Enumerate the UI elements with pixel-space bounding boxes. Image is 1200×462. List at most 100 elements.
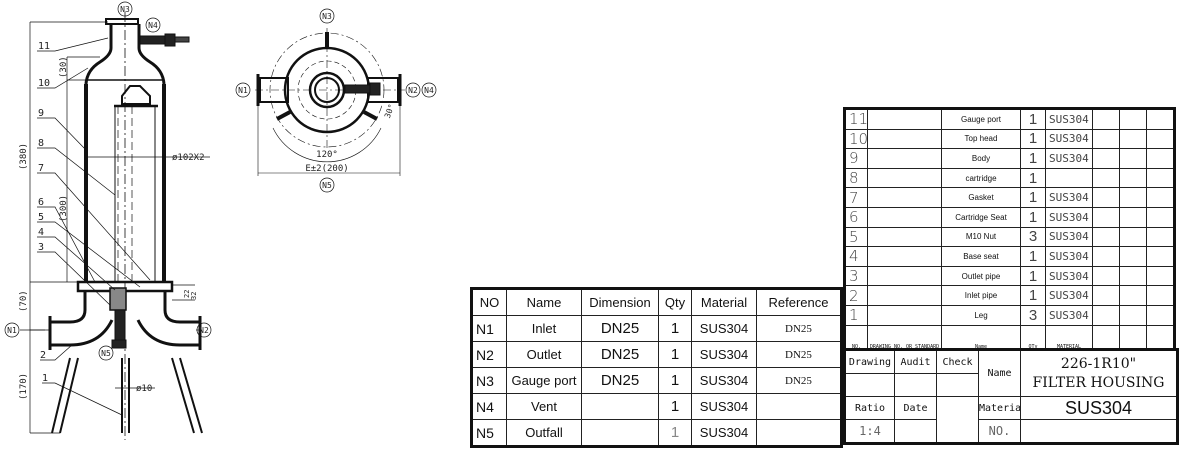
cell-qty: 1 <box>1020 246 1046 267</box>
blank-cell <box>1119 324 1147 351</box>
cell-no: 7 <box>844 187 868 208</box>
angle-120-label: 120° <box>316 150 338 160</box>
title-line-2: FILTER HOUSING <box>1032 374 1165 391</box>
blank-cell <box>1119 128 1147 150</box>
blank-cell <box>1146 108 1175 130</box>
check-label: Check <box>936 349 979 374</box>
width-dimension: E±2(200) <box>305 164 348 174</box>
cell-material: SUS304 <box>691 367 757 394</box>
blank-cell <box>1119 304 1147 326</box>
cell-name: Cartridge Seat <box>941 206 1021 228</box>
cell-reference <box>756 393 842 420</box>
header-qty: Qty <box>658 288 692 316</box>
cell-material: SUS304 <box>691 341 757 368</box>
cell-qty: 1 <box>658 367 692 394</box>
dim-body: (300) <box>59 195 69 222</box>
blank-cell <box>1092 285 1120 306</box>
blank-cell <box>1119 187 1147 208</box>
cell-no: 10 <box>844 128 868 150</box>
blank-cell <box>1092 246 1120 267</box>
nozzle-table: NO Name Dimension Qty Material Reference… <box>470 287 843 448</box>
cell-material: SUS304 <box>1045 246 1093 267</box>
blank-cell <box>1092 167 1120 189</box>
shell-dimension: ø102X2 <box>172 153 205 163</box>
cell-no: 5 <box>844 226 868 248</box>
date-label: Date <box>894 396 937 420</box>
blank-cell <box>1119 206 1147 228</box>
cell-qty: 1 <box>1020 108 1046 130</box>
dim-flange-b: 32 <box>190 292 198 300</box>
blank-cell <box>1146 246 1175 267</box>
blank-cell <box>1146 226 1175 248</box>
blank-cell <box>1092 304 1120 326</box>
blank-cell <box>936 396 979 444</box>
cell-drawing-no <box>867 246 942 267</box>
cell-no: N5 <box>471 419 507 447</box>
cell-qty: 1 <box>658 315 692 342</box>
cell-material: SUS304 <box>1045 226 1093 248</box>
cell-no: 2 <box>844 285 868 306</box>
blank-cell <box>1092 128 1120 150</box>
callout-6: 6 <box>38 197 44 208</box>
leg-diameter: ø10 <box>136 384 152 394</box>
header-reference: Reference <box>756 288 842 316</box>
header-material: Material <box>691 288 757 316</box>
cell-name: Top head <box>941 128 1021 150</box>
header-name: Name <box>941 324 1021 351</box>
top-n3-label: N3 <box>322 12 332 21</box>
blank-cell <box>1092 206 1120 228</box>
cell-material: SUS304 <box>1045 265 1093 287</box>
cell-name: Gauge port <box>506 367 582 394</box>
callout-11: 11 <box>38 41 50 52</box>
blank-cell <box>1146 148 1175 169</box>
cell-name: Gauge port <box>941 108 1021 130</box>
cell-material: SUS304 <box>691 315 757 342</box>
nozzle-table-header: NO Name Dimension Qty Material Reference <box>471 288 842 316</box>
cell-qty: 1 <box>1020 265 1046 287</box>
top-n5-label: N5 <box>322 181 332 190</box>
drawing-value <box>844 373 895 397</box>
dim-overall: (380) <box>19 143 29 170</box>
parts-list-header: NO. DRAWING NO. OR STANDARD Name QTy MAT… <box>844 324 1175 351</box>
title-line-1: 226-1R10" <box>1060 355 1137 372</box>
cell-drawing-no <box>867 148 942 169</box>
cell-dimension: DN25 <box>581 315 659 342</box>
ratio-value: 1:4 <box>844 419 895 444</box>
cell-dimension <box>581 393 659 420</box>
cell-material: SUS304 <box>1045 148 1093 169</box>
cell-drawing-no <box>867 187 942 208</box>
header-no: NO. <box>844 324 868 351</box>
drawing-views: 11 10 9 8 7 6 5 4 3 2 1 ø102X2 ø10 (380)… <box>4 1 437 440</box>
cell-dimension: DN25 <box>581 341 659 368</box>
blank-cell <box>1092 265 1120 287</box>
blank-cell <box>1092 108 1120 130</box>
blank-cell <box>1146 265 1175 287</box>
cell-no: N1 <box>471 315 507 342</box>
cell-dimension: DN25 <box>581 367 659 394</box>
callout-9: 9 <box>38 108 44 119</box>
blank-cell <box>1119 108 1147 130</box>
front-n2-label: N2 <box>199 326 209 335</box>
header-qty: QTy <box>1020 324 1046 351</box>
front-n4-label: N4 <box>148 21 158 30</box>
callout-2: 2 <box>40 350 46 361</box>
cell-no: 6 <box>844 206 868 228</box>
cell-drawing-no <box>867 167 942 189</box>
top-n2-label: N2 <box>408 86 418 95</box>
cell-no: 8 <box>844 167 868 189</box>
top-n4-label: N4 <box>424 86 434 95</box>
callout-7: 7 <box>38 163 44 174</box>
cell-name: Base seat <box>941 246 1021 267</box>
dim-flange-a: 22 <box>183 290 191 298</box>
top-view: 120° E±2(200) 30° N3 N1 N2 N4 N5 <box>235 8 437 193</box>
dim-legs: (170) <box>19 373 29 400</box>
cell-no: N2 <box>471 341 507 368</box>
cell-material: SUS304 <box>1045 187 1093 208</box>
cell-drawing-no <box>867 265 942 287</box>
dim-base: (70) <box>19 290 29 312</box>
